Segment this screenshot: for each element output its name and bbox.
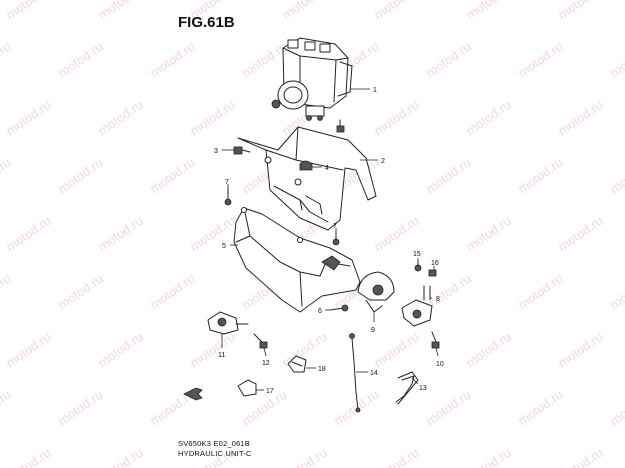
bracket-part [237, 126, 377, 231]
figure-title: FIG.61B [178, 14, 235, 31]
callout-3: 3 [214, 148, 218, 155]
bolt-3-part [233, 146, 251, 155]
figure-caption: HYDRAULIC UNIT-C [178, 449, 252, 458]
fitting-15-part [414, 261, 422, 272]
callout-5: 5 [222, 243, 226, 250]
callout-1: 1 [373, 87, 377, 94]
cover-part [233, 207, 361, 313]
callout-12: 12 [262, 360, 270, 367]
callout-8: 8 [436, 296, 440, 303]
clip-18-part [287, 355, 307, 373]
callout-11: 11 [218, 352, 225, 359]
callout-17: 17 [266, 388, 274, 395]
cable-14-part [349, 333, 361, 413]
callout-6: 6 [318, 308, 322, 315]
sensor-8-part [401, 285, 433, 327]
grommet-part [299, 160, 313, 171]
fitting-16-part [428, 269, 437, 277]
callout-4: 4 [325, 165, 329, 172]
screw-7b-part [332, 231, 340, 246]
bolt-10-part [431, 331, 440, 349]
clamp-17-part [237, 379, 257, 397]
callout-10: 10 [436, 361, 444, 368]
hydraulic-unit-part [271, 37, 353, 121]
front-arrow-icon [183, 387, 203, 401]
callout-14: 14 [370, 370, 378, 377]
screw-6-part [329, 304, 349, 312]
callout-16: 16 [431, 260, 439, 267]
callout-2: 2 [381, 158, 385, 165]
callout-18: 18 [318, 366, 326, 373]
sensor-clamp-part [357, 271, 395, 313]
figure-code: SV650K3 E02_061B [178, 439, 251, 448]
sensor-11-part [207, 311, 249, 335]
bracket-13-part [395, 371, 419, 405]
bolt-upper-part [336, 119, 345, 133]
callout-15: 15 [413, 251, 421, 258]
leader-lines [221, 88, 439, 391]
callout-9: 9 [371, 327, 375, 334]
callout-7-lower: 7 [333, 223, 337, 230]
callout-7-upper: 7 [225, 179, 229, 186]
screw-7a-part [224, 187, 232, 206]
bolt-12-part [253, 333, 268, 349]
callout-13: 13 [419, 385, 427, 392]
